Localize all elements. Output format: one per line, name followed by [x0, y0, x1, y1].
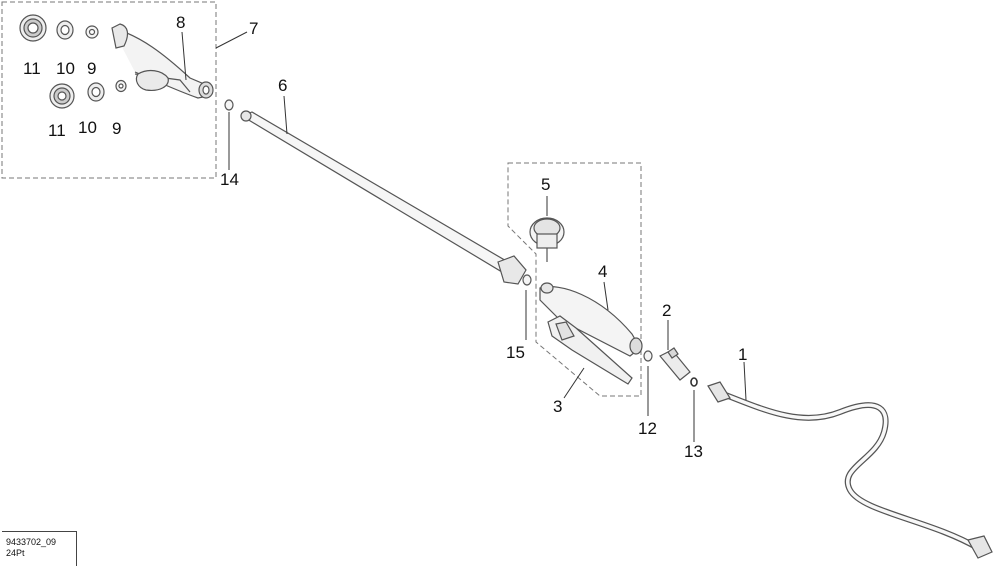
callout-9-top: 9: [87, 59, 97, 78]
callout-9-bottom: 9: [112, 119, 122, 138]
group-box-3: [507, 162, 642, 397]
washer-9-bottom: [115, 79, 127, 93]
callout-3: 3: [553, 397, 563, 416]
callout-6: 6: [278, 76, 288, 95]
pressure-gauge-5: [529, 217, 565, 262]
hose-fitting-top: [707, 381, 731, 403]
callout-5: 5: [541, 175, 551, 194]
nut-10-top: [56, 20, 74, 40]
callout-14: 14: [220, 170, 239, 189]
connector-2: [659, 347, 691, 381]
leader-6: [283, 95, 288, 135]
washer-14: [224, 99, 234, 111]
callout-11-top: 11: [23, 59, 41, 78]
leader-1: [743, 361, 747, 401]
callout-2: 2: [662, 301, 672, 320]
drawing-code-size: 24Pt: [6, 548, 25, 558]
trigger-lever-3: [547, 315, 633, 385]
callout-12: 12: [638, 419, 657, 438]
callout-7: 7: [249, 19, 259, 38]
leader-3: [563, 367, 585, 399]
washer-9-top: [85, 25, 99, 39]
wand-fork-8: [111, 23, 214, 99]
cap-11-top: [19, 14, 47, 42]
washer-15: [522, 274, 532, 286]
callout-4: 4: [598, 262, 608, 281]
callout-10-bottom: 10: [78, 118, 97, 137]
callout-13: 13: [684, 442, 703, 461]
oring-13: [690, 377, 698, 387]
drawing-code-number: 9433702_09: [6, 537, 57, 547]
hose-1: [715, 389, 981, 551]
nut-10-bottom: [87, 82, 105, 102]
lance-tube-6: [240, 110, 527, 285]
hose-fitting-bottom: [967, 535, 993, 559]
callout-11-bottom: 11: [48, 121, 66, 140]
leader-4: [603, 281, 609, 311]
cap-11-bottom: [49, 83, 75, 109]
washer-12: [643, 350, 653, 362]
drawing-code-box: [2, 531, 77, 566]
leader-8: [181, 31, 187, 81]
leader-7: [215, 31, 248, 49]
callout-15: 15: [506, 343, 525, 362]
handle-valve-4: [539, 282, 643, 357]
callout-8: 8: [176, 13, 186, 32]
callout-10-top: 10: [56, 59, 75, 78]
callout-1: 1: [738, 345, 748, 364]
